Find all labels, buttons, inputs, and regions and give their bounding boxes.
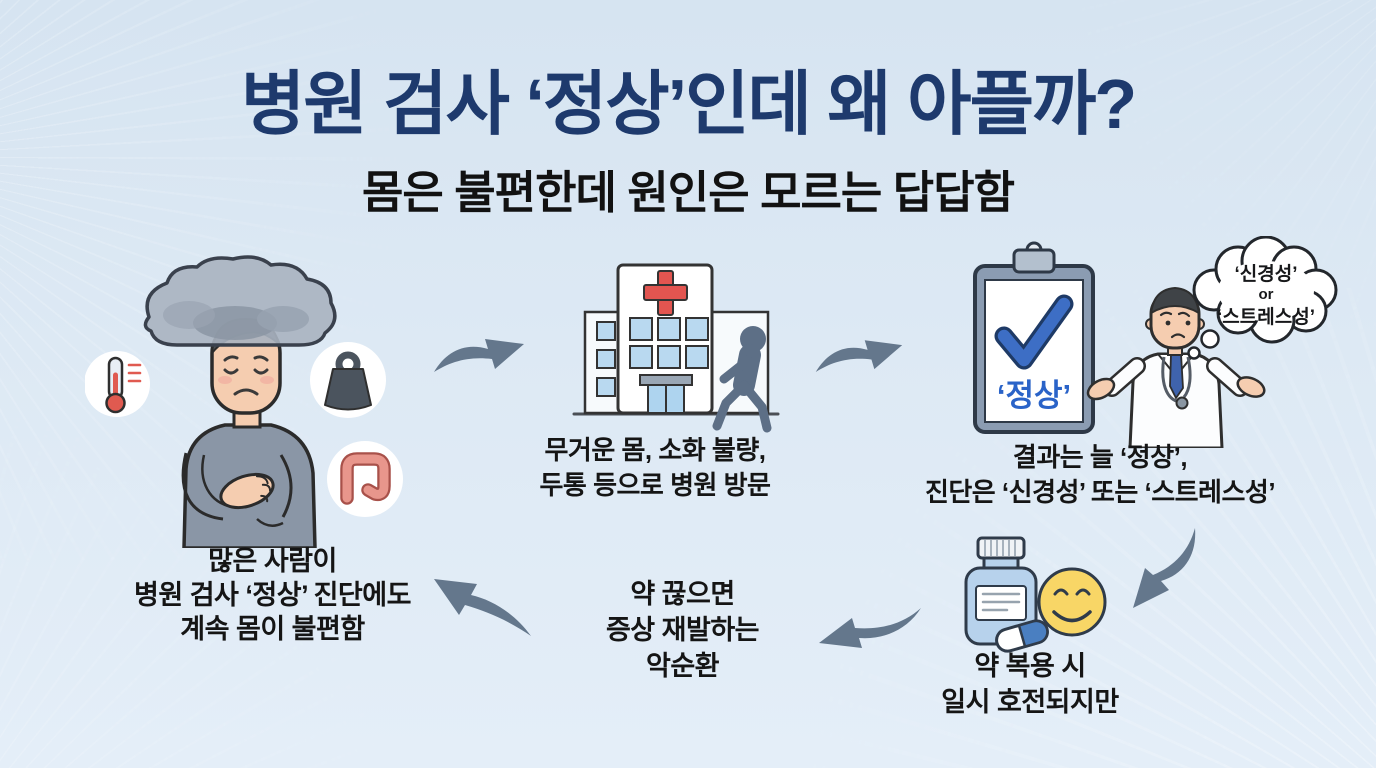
curved-arrow-left <box>819 608 921 648</box>
curved-arrow-up-left <box>434 579 531 636</box>
caption-diagnosis: 결과는 늘 ‘정상’, 진단은 ‘신경성’ 또는 ‘스트레스성’ <box>855 440 1345 510</box>
doctor-illustration <box>1086 286 1266 448</box>
hand-on-belly <box>219 472 275 510</box>
thermometer-icon <box>85 351 150 417</box>
page-subtitle: 몸은 불편한데 원인은 모르는 답답함 <box>361 167 1015 218</box>
weight-icon <box>310 342 386 418</box>
right-eyebrow <box>253 355 269 362</box>
door-awning <box>639 374 693 386</box>
medication-illustration <box>964 536 1107 653</box>
belly-arc-small <box>256 518 284 527</box>
intestine-icon <box>327 441 403 517</box>
worried-eyebrow <box>1159 311 1173 317</box>
walking-person-icon <box>712 326 772 433</box>
caption-line: 증상 재발하는 <box>605 615 760 645</box>
clipboard-result-label: ‘정상’ <box>997 378 1071 413</box>
sick-man-figure <box>181 317 317 548</box>
tower-windows <box>629 317 709 369</box>
storm-cloud-icon <box>143 255 337 347</box>
stethoscope-chestpiece <box>1175 396 1189 410</box>
caption-conclusion: 많은 사람이 병원 검사 ‘정상’ 진단에도 계속 몸이 불편함 <box>100 544 445 646</box>
left-eyebrow <box>223 355 239 362</box>
clipboard-icon: ‘정상’ <box>973 241 1095 434</box>
worried-eyebrow <box>1177 311 1191 318</box>
caption-relapse: 약 끊으면 증상 재발하는 악순환 <box>570 576 795 684</box>
right-closed-eye <box>253 368 269 375</box>
left-open-hand <box>1086 377 1116 401</box>
caption-line: 진단은 ‘신경성’ 또는 ‘스트레스성’ <box>924 477 1276 507</box>
right-open-hand <box>1236 376 1266 398</box>
left-blush <box>218 376 232 384</box>
sad-mouth <box>233 388 259 396</box>
arm-sleeve-outline <box>181 452 224 521</box>
bubble-line: ‘신경성’ <box>1235 263 1298 285</box>
thought-bubble-icon: ‘신경성’ or ‘스트레스성’ <box>1187 236 1338 360</box>
left-closed-eye <box>223 368 239 375</box>
caption-line: 두통 등으로 병원 방문 <box>539 470 771 500</box>
curved-arrow-down-left <box>1133 528 1196 608</box>
bubble-line: ‘스트레스성’ <box>1217 306 1315 328</box>
right-blush <box>260 376 274 384</box>
belly-arc-large <box>279 454 293 518</box>
caption-line: 무거운 몸, 소화 불량, <box>544 435 766 465</box>
smiley-face-icon <box>1037 567 1107 637</box>
caption-line: 결과는 늘 ‘정상’, <box>1012 442 1188 472</box>
caption-medication: 약 복용 시 일시 호전되지만 <box>915 648 1145 720</box>
caption-line: 약 복용 시 <box>974 651 1086 681</box>
bubble-line: or <box>1259 286 1274 303</box>
capsule-icon <box>995 619 1049 653</box>
worried-mouth <box>1170 333 1186 339</box>
necktie <box>1169 353 1184 400</box>
caption-line: 악순환 <box>645 651 720 681</box>
page-title: 병원 검사 ‘정상’인데 왜 아플까? <box>240 65 1137 143</box>
caption-line: 병원 검사 ‘정상’ 진단에도 <box>134 580 411 610</box>
entrance-doors <box>647 384 685 414</box>
caption-line: 많은 사람이 <box>208 546 337 576</box>
red-cross-icon <box>643 270 688 316</box>
diagnosis-illustration: ‘정상’ <box>973 236 1338 448</box>
doctor-hair <box>1149 286 1201 325</box>
sick-person-illustration <box>85 255 403 548</box>
hospital-icon <box>572 263 780 433</box>
left-wing-windows <box>596 321 616 397</box>
caption-line: 일시 호전되지만 <box>941 687 1119 717</box>
caption-line: 계속 몸이 불편함 <box>180 614 365 644</box>
curved-arrow-right-2 <box>815 340 903 372</box>
curved-arrow-right-1 <box>434 339 524 372</box>
caption-hospital-visit: 무거운 몸, 소화 불량, 두통 등으로 병원 방문 <box>475 433 835 503</box>
caption-line: 약 끊으면 <box>630 579 735 609</box>
